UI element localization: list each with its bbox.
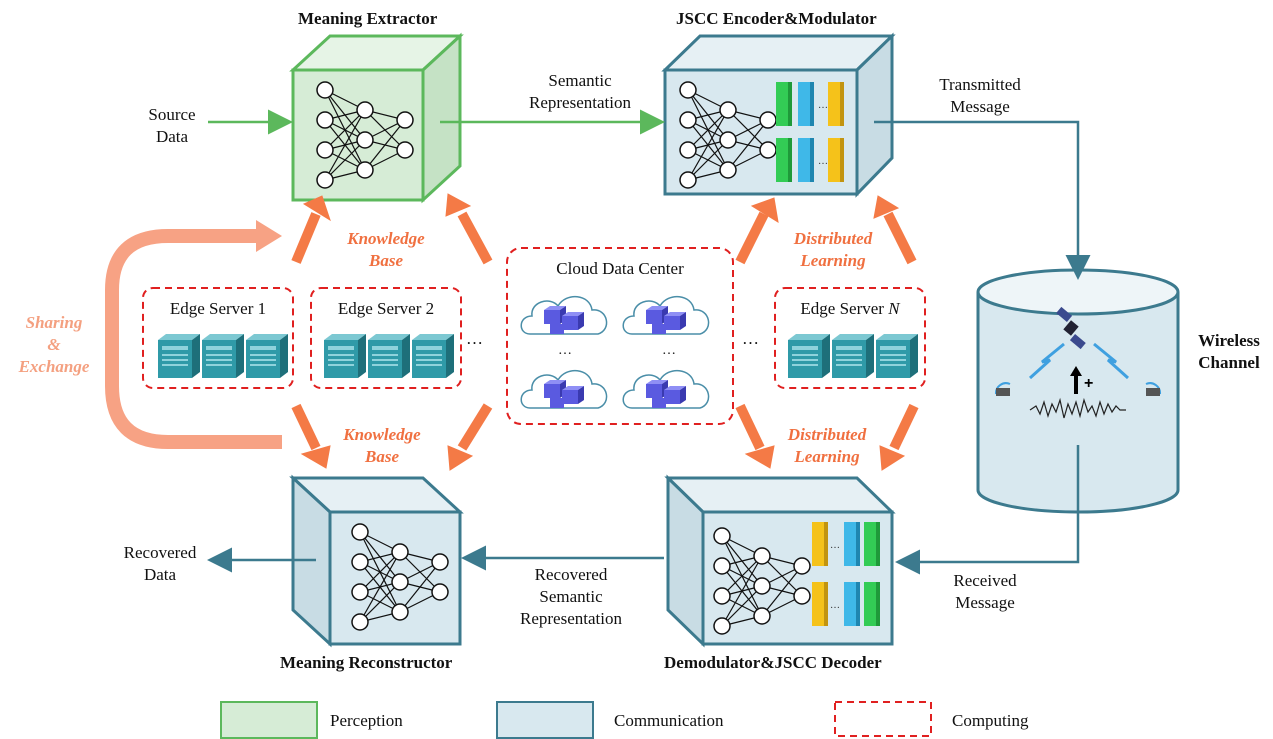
legend-communication-swatch [496,701,594,739]
cloud-ellipsis-right: … [662,343,676,358]
kb-top-line1: Knowledge [347,229,425,248]
semantic-representation-label: Semantic Representation [520,70,640,114]
cloud-server-icons [520,295,710,409]
meaning-reconstructor-cube [289,474,464,648]
channel-line1: Wireless [1198,331,1260,350]
sharing-exchange-label: Sharing & Exchange [4,312,104,378]
ellipsis-right: … [742,329,759,348]
share-line3: Exchange [18,357,90,376]
demod-decoder-title: Demodulator&JSCC Decoder [664,653,882,672]
source-data-line1: Source [148,105,196,124]
channel-line2: Channel [1198,353,1260,372]
edge-server-n-label: Edge Server N [775,298,925,320]
wireless-channel-label: Wireless Channel [1188,330,1270,374]
received-line1: Received [953,571,1017,590]
received-message-label: Received Message [940,570,1030,614]
antenna-icon-left [994,382,1011,396]
rec-sem-line1: Recovered [534,565,608,584]
cloud-data-center-box [506,247,734,425]
edge-server-1-icons [158,334,288,378]
meaning-extractor-title: Meaning Extractor [298,9,438,28]
edge-server-1-box [142,287,294,389]
satellite-icon [1056,306,1086,350]
rec-sem-line3: Representation [520,609,622,628]
legend-communication-label: Communication [614,711,724,730]
edge-server-n-var: N [888,299,900,318]
received-arrow [895,445,1080,575]
knowledge-arrows [291,193,919,471]
share-line1: Sharing [25,313,83,332]
legend-computing-swatch [834,701,932,737]
recovered-data-label: Recovered Data [110,542,210,586]
dl-bot-line1: Distributed [787,425,867,444]
recovered-semantic-label: Recovered Semantic Representation [506,564,636,630]
recovered-line1: Recovered [123,543,197,562]
edge-server-2-icons [324,334,454,378]
knowledge-base-top-label: Knowledge Base [334,228,438,272]
knowledge-base-bottom-label: Knowledge Base [330,424,434,468]
edge-server-n-box [774,287,926,389]
kb-bot-line1: Knowledge [343,425,421,444]
noise-waveform [1029,397,1126,419]
cloud-ellipsis-left: … [558,343,572,358]
transmitted-message-label: Transmitted Message [930,74,1030,118]
cloud-data-center-label: Cloud Data Center [556,259,684,278]
legend-computing-label: Computing [952,711,1029,730]
semantic-line2: Representation [529,93,631,112]
received-line2: Message [955,593,1015,612]
edge-server-2-label: Edge Server 2 [337,299,435,318]
dl-top-line2: Learning [800,251,866,270]
distributed-learning-top-label: Distributed Learning [776,228,890,272]
transmitted-line2: Message [950,97,1010,116]
rec-sem-line2: Semantic [539,587,603,606]
edge-server-n-prefix: Edge Server [800,299,889,318]
kb-top-line2: Base [369,251,403,270]
source-data-label: Source Data [132,104,212,148]
legend-perception-label: Perception [330,711,403,730]
dl-top-line1: Distributed [793,229,873,248]
source-data-line2: Data [155,127,189,146]
distributed-learning-bottom-label: Distributed Learning [770,424,884,468]
svg-text:+: + [1084,375,1093,392]
jscc-encoder-title: JSCC Encoder&Modulator [676,9,877,28]
kb-bot-line2: Base [365,447,399,466]
legend-perception-swatch [220,701,318,739]
edge-server-n-icons [788,334,918,378]
meaning-reconstructor-title: Meaning Reconstructor [280,653,453,672]
transmitted-line1: Transmitted [939,75,1021,94]
noise-add-icon: + [1070,366,1093,394]
dl-bot-line2: Learning [794,447,860,466]
edge-server-1-label: Edge Server 1 [169,299,267,318]
jscc-encoder-cube [661,32,896,198]
share-line2: & [47,335,61,354]
ellipsis-left: … [466,329,483,348]
edge-server-2-box [310,287,462,389]
semantic-line1: Semantic [548,71,612,90]
antenna-icon-right [1145,382,1162,396]
demodulator-cube [664,474,896,648]
recovered-line2: Data [143,565,177,584]
sharing-exchange-arrow [105,220,282,449]
meaning-extractor-cube [289,32,464,204]
transmitted-arrow [874,120,1091,280]
